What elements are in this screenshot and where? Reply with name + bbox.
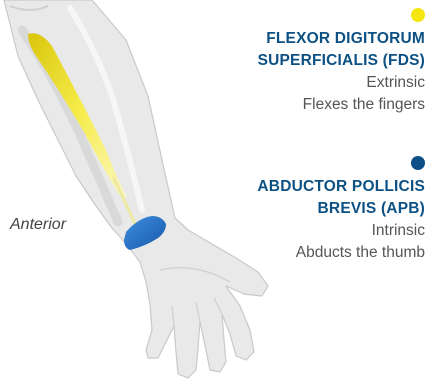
fds-name-line-1: FLEXOR DIGITORUM [258,28,425,50]
apb-name-line-1: ABDUCTOR POLLICIS [257,176,425,198]
apb-name-line-2: BREVIS (APB) [257,198,425,220]
fds-action: Flexes the fingers [258,94,425,116]
fds-type: Extrinsic [258,72,425,94]
fds-name-line-2: SUPERFICIALIS (FDS) [258,50,425,72]
anterior-view-label: Anterior [10,216,66,234]
fds-legend: FLEXOR DIGITORUM SUPERFICIALIS (FDS) Ext… [258,8,425,116]
apb-type: Intrinsic [257,220,425,242]
fds-color-dot [411,8,425,22]
apb-legend: ABDUCTOR POLLICIS BREVIS (APB) Intrinsic… [257,156,425,264]
apb-action: Abducts the thumb [257,242,425,264]
apb-color-dot [411,156,425,170]
